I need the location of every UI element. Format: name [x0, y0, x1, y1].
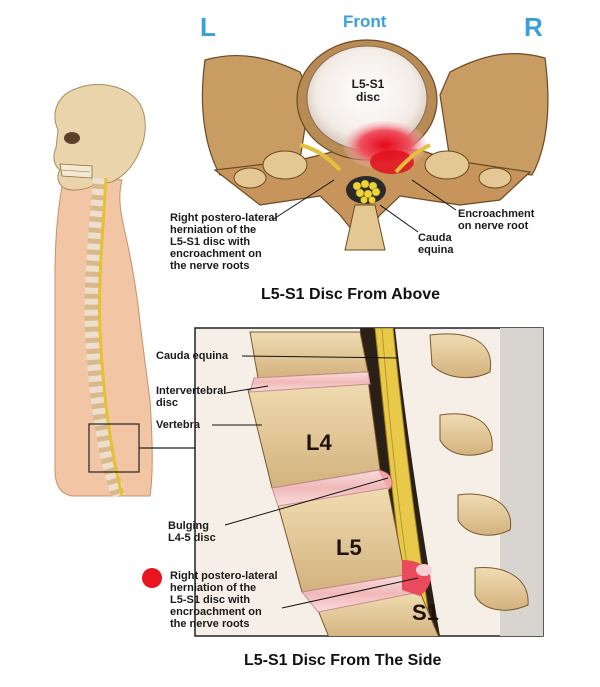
vertebra-label-l4: L4 [306, 430, 332, 455]
herniation-marker [142, 568, 162, 588]
label-herniation-top: Right postero-lateral herniation of the … [170, 212, 278, 272]
top-leader-lines [271, 179, 457, 233]
label-vertebra: Vertebra [156, 419, 201, 431]
label-cauda-equina-top: Cauda equina [418, 232, 454, 256]
vertebra-label-l5: L5 [336, 535, 362, 560]
right-marker: R [524, 12, 543, 42]
side-leader-lines [212, 355, 419, 609]
disc-top-view [201, 39, 549, 251]
disc-label: L5-S1 disc [351, 77, 385, 104]
left-marker: L [200, 12, 216, 42]
title-top-view: L5-S1 Disc From Above [261, 286, 441, 303]
label-encroachment: Encroachment on nerve root [458, 208, 535, 232]
body-profile [53, 84, 195, 498]
disc-side-view [194, 327, 544, 637]
title-side-view: L5-S1 Disc From The Side [244, 652, 442, 669]
front-label: Front [343, 12, 387, 31]
label-bulging-disc: Bulging L4-5 disc [168, 520, 216, 544]
label-cauda-equina-side: Cauda equina [156, 350, 229, 362]
vertebra-label-s1: S1 [412, 600, 439, 625]
label-intervertebral-disc: Intervertebral disc [156, 385, 227, 409]
label-herniation-side: Right postero-lateral herniation of the … [170, 570, 278, 630]
